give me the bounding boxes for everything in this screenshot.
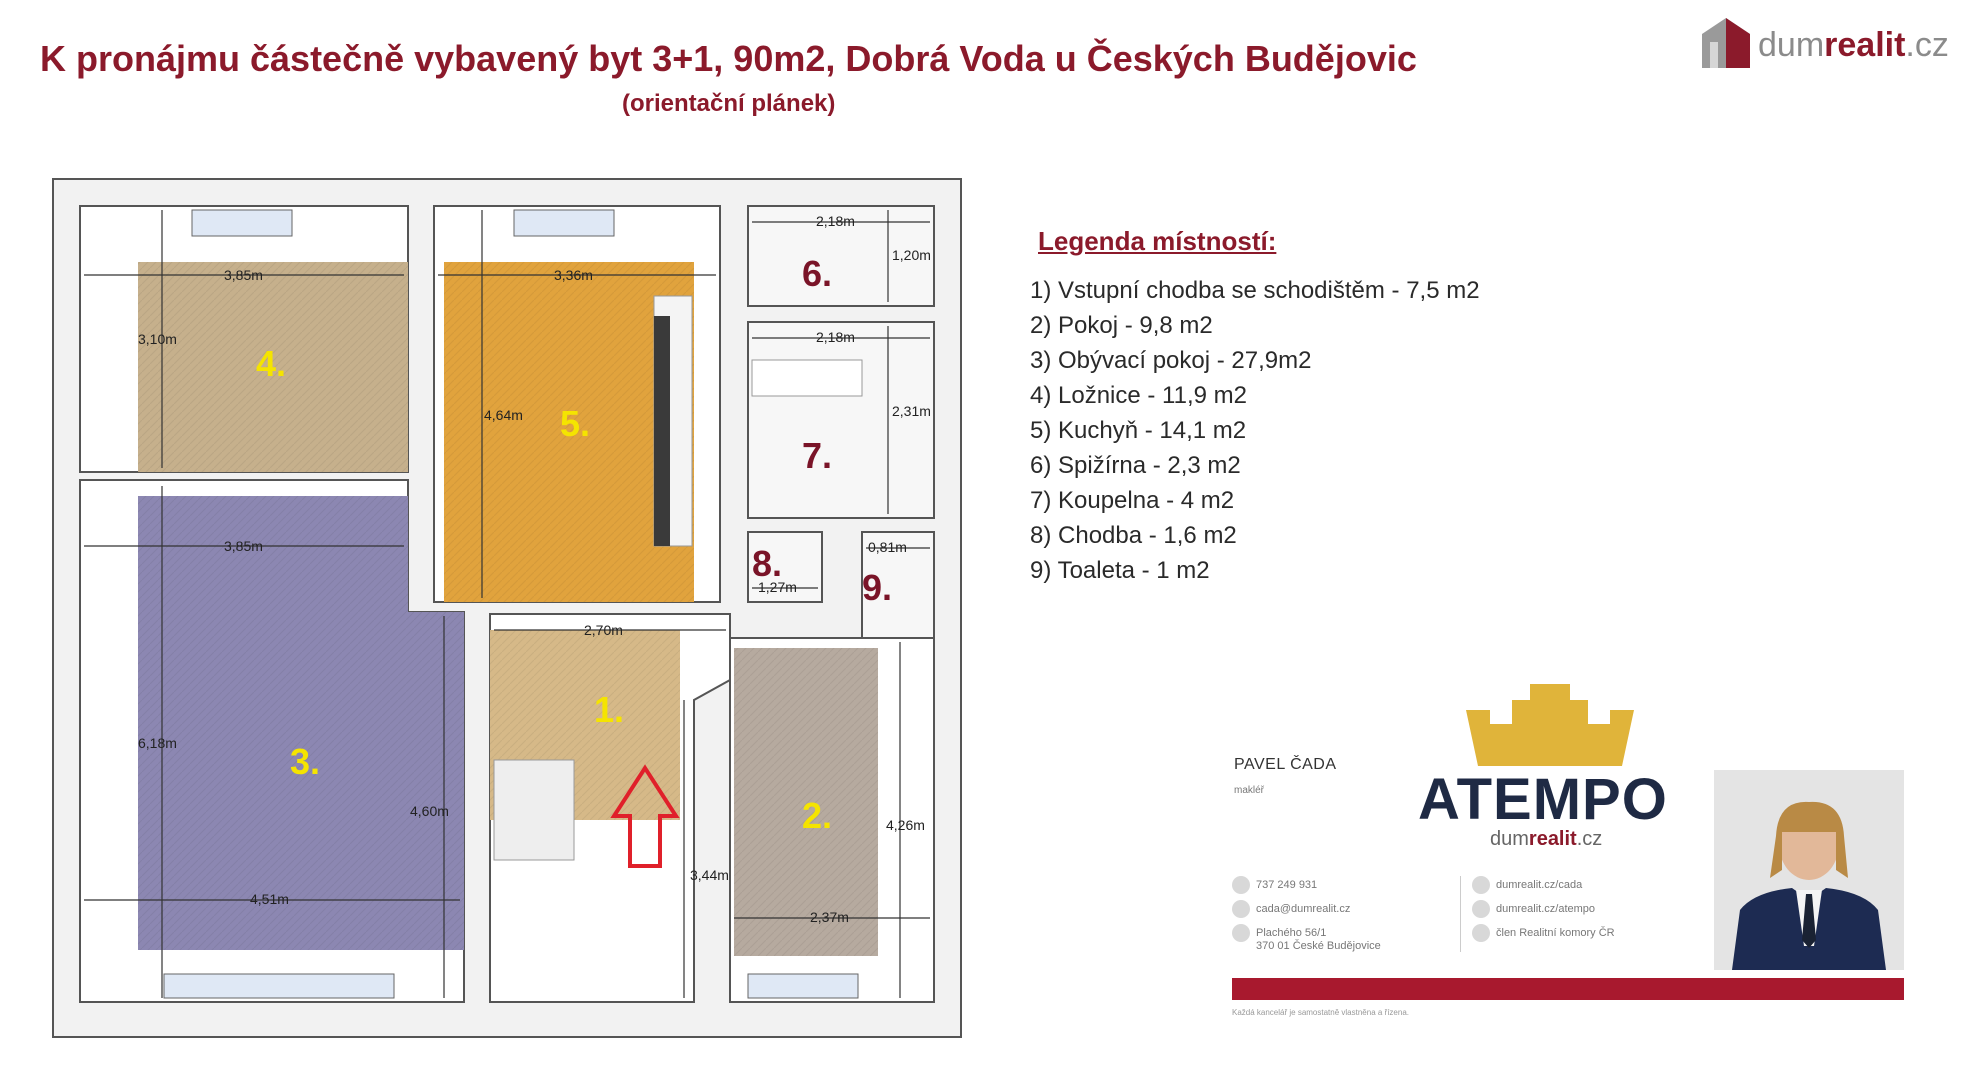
page-subtitle: (orientační plánek) xyxy=(622,90,836,117)
page-title: K pronájmu částečně vybavený byt 3+1, 90… xyxy=(40,38,1417,79)
logo-text-part3: .cz xyxy=(1905,26,1949,64)
room-7 xyxy=(747,321,935,519)
member-badge: člen Realitní komory ČR xyxy=(1472,924,1615,942)
crown-icon xyxy=(1466,684,1634,766)
brand-name: ATEMPO xyxy=(1418,767,1668,832)
dim-label: 4,51m xyxy=(250,891,289,907)
web-text-2: dumrealit.cz/atempo xyxy=(1496,902,1596,915)
dimension-labels: 3,85m 3,10m 3,36m 4,64m 2,18m 1,20m 2,18… xyxy=(138,213,931,925)
legend-item: 3) Obývací pokoj - 27,9m2 xyxy=(1030,347,1312,374)
dim-label: 4,60m xyxy=(410,803,449,819)
address-contact: Plachého 56/1 xyxy=(1232,924,1326,942)
agent-photo xyxy=(1714,770,1904,970)
dim-label: 2,37m xyxy=(810,909,849,925)
floor-plan: 3,85m 3,10m 3,36m 4,64m 2,18m 1,20m 2,18… xyxy=(52,178,962,1038)
footer-bar xyxy=(1232,978,1904,1000)
contact-divider xyxy=(1460,876,1461,952)
room-number-8: 8. xyxy=(752,543,782,584)
room-1 xyxy=(489,613,731,1003)
logo-text-part2: realit xyxy=(1824,26,1906,64)
legend-item: 7) Koupelna - 4 m2 xyxy=(1030,487,1235,514)
room-number-6: 6. xyxy=(802,253,832,294)
dim-label: 1,20m xyxy=(892,247,931,263)
address-line2: 370 01 České Budějovice xyxy=(1256,940,1381,952)
legend-item: 8) Chodba - 1,6 m2 xyxy=(1030,522,1237,549)
room-number-1: 1. xyxy=(594,689,624,730)
room-legend: Legenda místností: 1) Vstupní chodba se … xyxy=(1030,226,1630,588)
address-line1: Plachého 56/1 xyxy=(1256,926,1327,939)
dim-label: 3,85m xyxy=(224,538,263,554)
dim-label: 1,27m xyxy=(758,579,797,595)
room-number-2: 2. xyxy=(802,795,832,836)
dim-label: 4,26m xyxy=(886,817,925,833)
dim-label: 4,64m xyxy=(484,407,523,423)
brand-sub-part2: realit xyxy=(1528,828,1577,850)
room-numbers: 1. 2. 3. 4. 5. 6. 7. 8. 9. xyxy=(256,253,892,836)
brand-sub-part1: dum xyxy=(1490,828,1529,850)
logo-text: dumrealit.cz xyxy=(1758,26,1949,65)
room-number-3: 3. xyxy=(290,741,320,782)
dim-label: 0,81m xyxy=(868,539,907,555)
web-link-agent[interactable]: dumrealit.cz/cada xyxy=(1472,876,1582,894)
agent-name: PAVEL ČADA xyxy=(1234,756,1337,773)
room-3 xyxy=(79,479,465,1003)
member-text: člen Realitní komory ČR xyxy=(1496,926,1615,939)
logo-text-part1: dum xyxy=(1758,26,1825,64)
chamber-icon xyxy=(1472,924,1490,942)
web-link-office[interactable]: dumrealit.cz/atempo xyxy=(1472,900,1595,918)
agent-card: PAVEL ČADA makléř ATEMPO dumrealit.cz 73… xyxy=(1228,670,1908,1030)
room-6 xyxy=(747,205,935,307)
dim-label: 3,36m xyxy=(554,267,593,283)
room-8 xyxy=(747,531,823,603)
brand-subtitle: dumrealit.cz xyxy=(1490,828,1602,851)
email-icon xyxy=(1232,900,1250,918)
globe-icon xyxy=(1472,876,1490,894)
dim-label: 2,70m xyxy=(584,622,623,638)
agent-role: makléř xyxy=(1234,785,1265,796)
dim-label: 2,31m xyxy=(892,403,931,419)
footer-text: Každá kancelář je samostatně vlastněna a… xyxy=(1232,1008,1409,1017)
room-number-5: 5. xyxy=(560,403,590,444)
phone-text: 737 249 931 xyxy=(1256,878,1318,891)
dumrealit-logo[interactable]: dumrealit.cz xyxy=(1700,14,1950,70)
email-text: cada@dumrealit.cz xyxy=(1256,902,1351,915)
phone-contact[interactable]: 737 249 931 xyxy=(1232,876,1317,894)
dim-label: 3,85m xyxy=(224,267,263,283)
dim-label: 3,10m xyxy=(138,331,177,347)
legend-item: 1) Vstupní chodba se schodištěm - 7,5 m2 xyxy=(1030,277,1480,304)
phone-icon xyxy=(1232,876,1250,894)
room-number-7: 7. xyxy=(802,435,832,476)
globe-icon xyxy=(1472,900,1490,918)
location-icon xyxy=(1232,924,1250,942)
dim-label: 6,18m xyxy=(138,735,177,751)
room-2 xyxy=(729,637,935,1003)
room-number-9: 9. xyxy=(862,567,892,608)
legend-item: 5) Kuchyň - 14,1 m2 xyxy=(1030,417,1247,444)
house-logo-icon xyxy=(1702,18,1750,68)
brand-sub-part3: .cz xyxy=(1576,828,1603,850)
web-text-1: dumrealit.cz/cada xyxy=(1496,878,1583,891)
legend-item: 2) Pokoj - 9,8 m2 xyxy=(1030,312,1213,339)
legend-item: 6) Spižírna - 2,3 m2 xyxy=(1030,452,1241,479)
dim-label: 2,18m xyxy=(816,329,855,345)
room-9 xyxy=(861,531,935,639)
dim-label: 3,44m xyxy=(690,867,729,883)
legend-title: Legenda místností: xyxy=(1038,226,1277,256)
email-contact[interactable]: cada@dumrealit.cz xyxy=(1232,900,1350,918)
legend-item: 9) Toaleta - 1 m2 xyxy=(1030,557,1210,584)
legend-item: 4) Ložnice - 11,9 m2 xyxy=(1030,382,1247,409)
room-number-4: 4. xyxy=(256,343,286,384)
dim-label: 2,18m xyxy=(816,213,855,229)
room-4 xyxy=(79,205,409,473)
